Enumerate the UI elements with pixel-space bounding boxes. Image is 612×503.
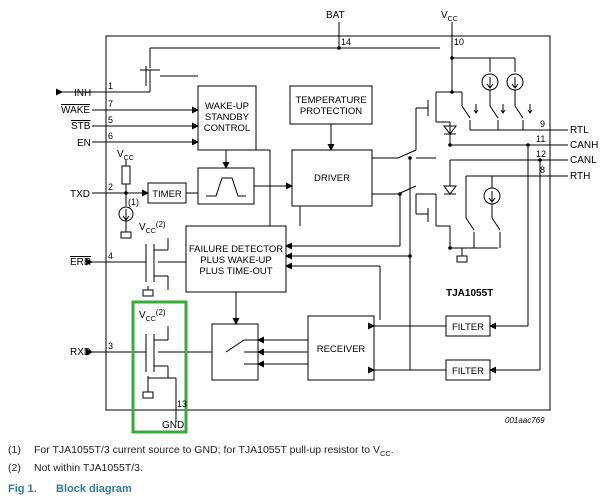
pin-label-err: ERR bbox=[70, 257, 91, 268]
block-receiver: RECEIVER bbox=[317, 344, 366, 355]
figure-caption: Fig 1. Block diagram bbox=[8, 483, 132, 495]
pin-label-rth: RTH bbox=[570, 171, 590, 182]
pin-number-9: 9 bbox=[540, 119, 545, 129]
vcc-txd-label: VCC bbox=[117, 149, 134, 162]
footnote-1-text: For TJA1055T/3 current source to GND; fo… bbox=[34, 444, 381, 456]
pin-number-6: 6 bbox=[108, 131, 113, 141]
drawing-id: 001aac769 bbox=[505, 416, 545, 425]
note-ref-1: (1) bbox=[128, 197, 139, 207]
pin-label-canl: CANL bbox=[570, 155, 597, 166]
block-timer: TIMER bbox=[152, 189, 182, 200]
pin-number-1: 1 bbox=[108, 81, 113, 91]
footnote-1-sub: CC bbox=[380, 449, 391, 459]
block-wakeup-line2: STANDBY bbox=[205, 112, 250, 123]
pin-label-txd: TXD bbox=[70, 189, 90, 200]
pin-number-5: 5 bbox=[108, 115, 113, 125]
block-temp-line1: TEMPERATURE bbox=[295, 95, 366, 106]
pin-label-rtl: RTL bbox=[570, 125, 589, 136]
pin-label-wake: WAKE bbox=[61, 105, 90, 116]
pin-label-gnd: GND bbox=[162, 420, 184, 431]
pin-number-14: 14 bbox=[341, 37, 351, 47]
pin-number-4: 4 bbox=[108, 251, 113, 261]
pin-number-12: 12 bbox=[536, 149, 546, 159]
footnote-1: (1) For TJA1055T/3 current source to GND;… bbox=[8, 444, 394, 459]
pin-number-11: 11 bbox=[536, 134, 545, 144]
footnote-2-number: (2) bbox=[8, 462, 21, 474]
block-filter-bottom: FILTER bbox=[452, 366, 484, 377]
figure-number: Fig 1. bbox=[8, 483, 37, 495]
block-wakeup-line3: CONTROL bbox=[204, 123, 250, 134]
pin-number-13: 13 bbox=[177, 399, 187, 409]
vcc-rxd-label: VCC(2) bbox=[139, 308, 166, 323]
highlight-box bbox=[131, 300, 188, 434]
footnote-1-number: (1) bbox=[8, 444, 21, 456]
block-failure-line1: FAILURE DETECTOR bbox=[189, 244, 283, 255]
pin-number-2: 2 bbox=[108, 182, 113, 192]
pin-number-3: 3 bbox=[108, 341, 113, 351]
footnote-2: (2) Not within TJA1055T/3. bbox=[8, 462, 143, 474]
pin-label-stb: STB bbox=[71, 121, 91, 132]
block-temp-line2: PROTECTION bbox=[300, 106, 362, 117]
block-filter-top: FILTER bbox=[452, 322, 484, 333]
pin-number-8: 8 bbox=[540, 165, 545, 175]
block-wakeup-line1: WAKE-UP bbox=[205, 101, 249, 112]
pin-label-canh: CANH bbox=[570, 140, 598, 151]
pin-label-vcc-top: VCC bbox=[441, 10, 458, 23]
pin-label-rxd: RXD bbox=[70, 347, 91, 358]
pin-label-en: EN bbox=[77, 138, 91, 149]
footnote-2-text: Not within TJA1055T/3. bbox=[34, 462, 143, 474]
block-failure-line3: PLUS TIME-OUT bbox=[199, 266, 272, 277]
block-driver: DRIVER bbox=[314, 173, 350, 184]
pin-label-inh: INH bbox=[74, 88, 91, 99]
block-failure-line2: PLUS WAKE-UP bbox=[200, 255, 271, 266]
pin-number-7: 7 bbox=[108, 99, 113, 109]
pin-number-10: 10 bbox=[454, 37, 464, 47]
chip-outline bbox=[105, 35, 551, 411]
pin-label-bat: BAT bbox=[326, 10, 345, 21]
chip-name: TJA1055T bbox=[446, 288, 493, 299]
figure-title: Block diagram bbox=[56, 483, 132, 495]
vcc-err-label: VCC(2) bbox=[139, 220, 166, 235]
